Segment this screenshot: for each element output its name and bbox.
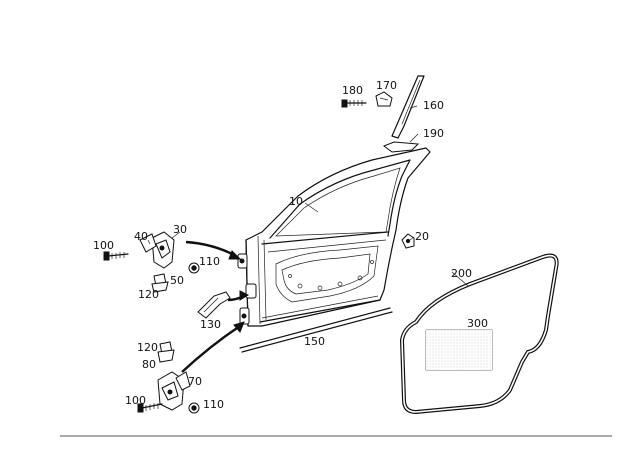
nut-110-upper: [188, 262, 200, 274]
callout-10: 10: [289, 195, 303, 208]
upper-hinge: [139, 231, 175, 269]
window-frame-trim: [382, 75, 425, 153]
callout-300: 300: [467, 317, 488, 330]
callout-40: 40: [134, 230, 148, 243]
bolt-100-upper: [103, 251, 129, 261]
callout-110-lower: 110: [203, 398, 224, 411]
pin-120-upper: [151, 273, 169, 293]
callout-130: 130: [200, 318, 221, 331]
screw-180: [341, 99, 367, 108]
door-shell: [237, 147, 431, 327]
clip-20: [401, 233, 415, 249]
callout-200: 200: [451, 267, 472, 280]
callout-190: 190: [423, 127, 444, 140]
callout-100-lower: 100: [125, 394, 146, 407]
callout-20: 20: [415, 230, 429, 243]
callout-30: 30: [173, 223, 187, 236]
callout-160: 160: [423, 99, 444, 112]
callout-70: 70: [188, 375, 202, 388]
nut-110-lower: [188, 402, 200, 414]
clip-170: [375, 91, 393, 107]
callout-100-upper: 100: [93, 239, 114, 252]
panel-300: [425, 329, 493, 371]
callout-110-upper: 110: [199, 255, 220, 268]
callout-50: 50: [170, 274, 184, 287]
callout-150: 150: [304, 335, 325, 348]
bolt-100-lower: [137, 403, 163, 413]
callout-170: 170: [376, 79, 397, 92]
callout-120-lower: 120: [137, 341, 158, 354]
pointer-arrows: [181, 240, 250, 373]
leader-lines: [147, 105, 469, 287]
callout-80: 80: [142, 358, 156, 371]
check-strap-130: [197, 291, 231, 319]
sill-seal-150: [239, 307, 393, 353]
lower-hinge: [157, 371, 191, 411]
pin-120-lower: [157, 341, 175, 363]
door-seal-200: [399, 253, 559, 415]
callout-labels: 10 20 30 40 50 70 80 100 100 110 110 120…: [93, 79, 488, 411]
callout-180: 180: [342, 84, 363, 97]
callout-120-upper: 120: [138, 288, 159, 301]
